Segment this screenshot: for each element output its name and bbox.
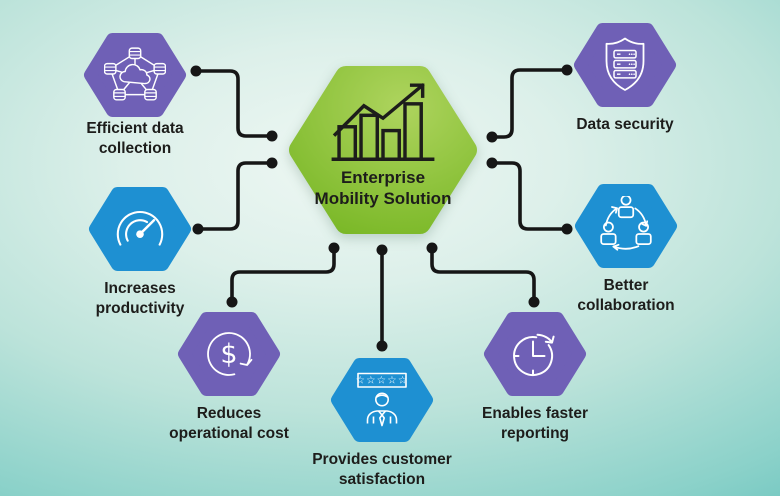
team-cycle-icon [600,196,652,251]
node-reduces-operational-cost: $ Reduces operational cost [169,312,289,442]
node-increases-productivity: Increases productivity [88,187,192,317]
hexagon-shape [484,312,586,396]
connector-efficient-data-collection [194,69,274,138]
label-better-collaboration: Better collaboration [577,277,675,315]
growth-chart-icon [331,83,435,161]
connector-enables-faster-reporting [430,246,536,304]
hexagon-shape [331,358,433,442]
label-efficient-data-collection: Efficient data collection [86,120,184,158]
center-label: Enterprise Mobility Solution [314,168,452,209]
hexagon-shape [89,187,191,271]
node-provides-customer-satisfaction: ☆☆☆☆☆ Provides customer satisfaction [312,358,452,488]
connector-reduces-operational-cost [230,246,336,304]
speedometer-icon [116,210,164,246]
shield-server-icon [605,37,645,91]
label-increases-productivity: Increases productivity [95,280,185,318]
label-enables-faster-reporting: Enables faster reporting [482,405,588,443]
dollar-cycle-icon: $ [207,332,253,376]
connector-data-security [490,68,569,139]
label-reduces-operational-cost: Reduces operational cost [169,405,289,443]
node-better-collaboration: Better collaboration [574,184,678,314]
clock-history-icon [513,333,555,376]
node-data-security: Data security [573,23,677,133]
label-data-security: Data security [576,116,674,133]
dollar-symbol: $ [220,339,237,370]
node-enterprise-mobility-solution: Enterprise Mobility Solution [288,66,478,234]
label-provides-customer-satisfaction: Provides customer satisfaction [312,451,452,489]
node-efficient-data-collection: Efficient data collection [83,33,187,157]
customer-rating-icon: ☆☆☆☆☆ [355,372,408,427]
connector-better-collaboration [490,161,569,231]
hexagon-shape [574,23,676,107]
connector-increases-productivity [196,161,274,231]
connector-dots [190,64,573,352]
cloud-network-icon [104,47,166,101]
rating-stars: ☆☆☆☆☆ [355,375,408,387]
node-enables-faster-reporting: Enables faster reporting [482,312,588,442]
hexagon-shape [178,312,280,396]
